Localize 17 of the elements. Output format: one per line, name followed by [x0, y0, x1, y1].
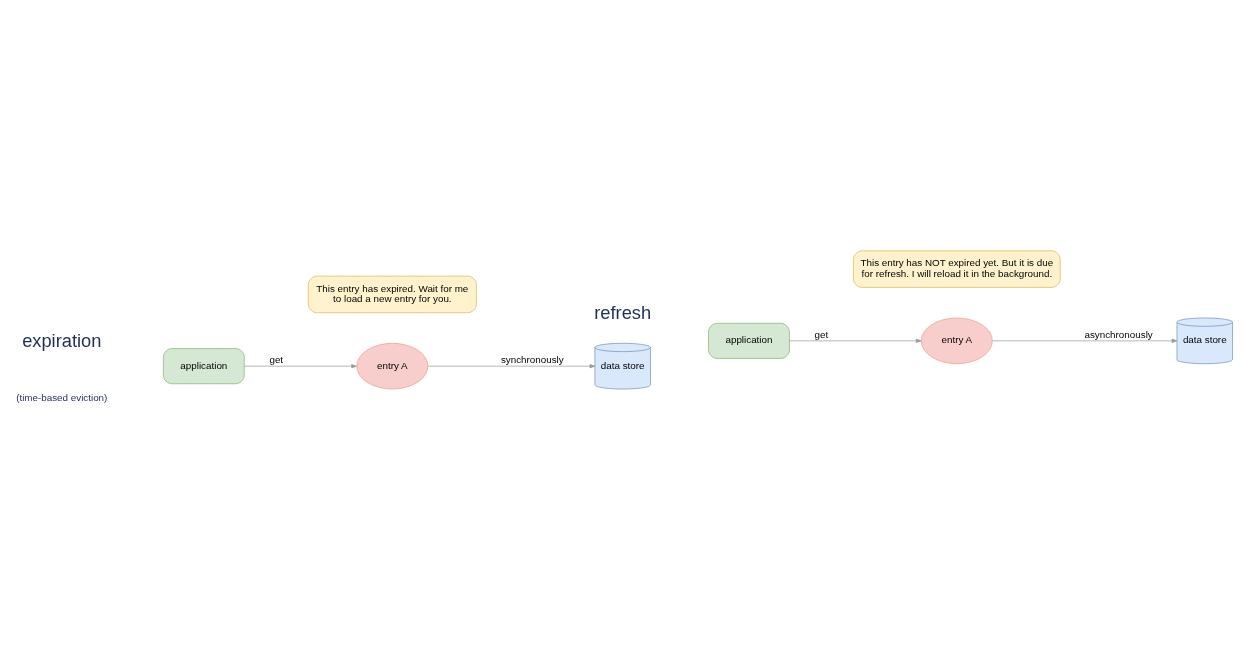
arrow	[789, 338, 922, 343]
node-box: This entry has NOT expired yet. But it is due for refresh. I will reload it in the background.	[853, 250, 1061, 288]
edge-label: synchronously	[500, 354, 564, 366]
arrow	[244, 364, 357, 369]
edge-label: get	[814, 329, 829, 341]
edge-label: get	[269, 354, 284, 366]
arrow	[992, 338, 1178, 343]
node-box: application	[708, 322, 790, 359]
arrow	[427, 364, 596, 369]
label: (time-based eviction)	[16, 392, 108, 404]
node-box: application	[163, 348, 245, 385]
node-ellipse: entry A	[356, 342, 429, 390]
edge-label: asynchronously	[1084, 329, 1153, 341]
node-box: This entry has expired. Wait for me to load a new entry for you.	[307, 275, 477, 314]
label: expiration	[22, 329, 102, 351]
node-ellipse: entry A	[920, 317, 993, 365]
label: refresh	[594, 302, 652, 324]
